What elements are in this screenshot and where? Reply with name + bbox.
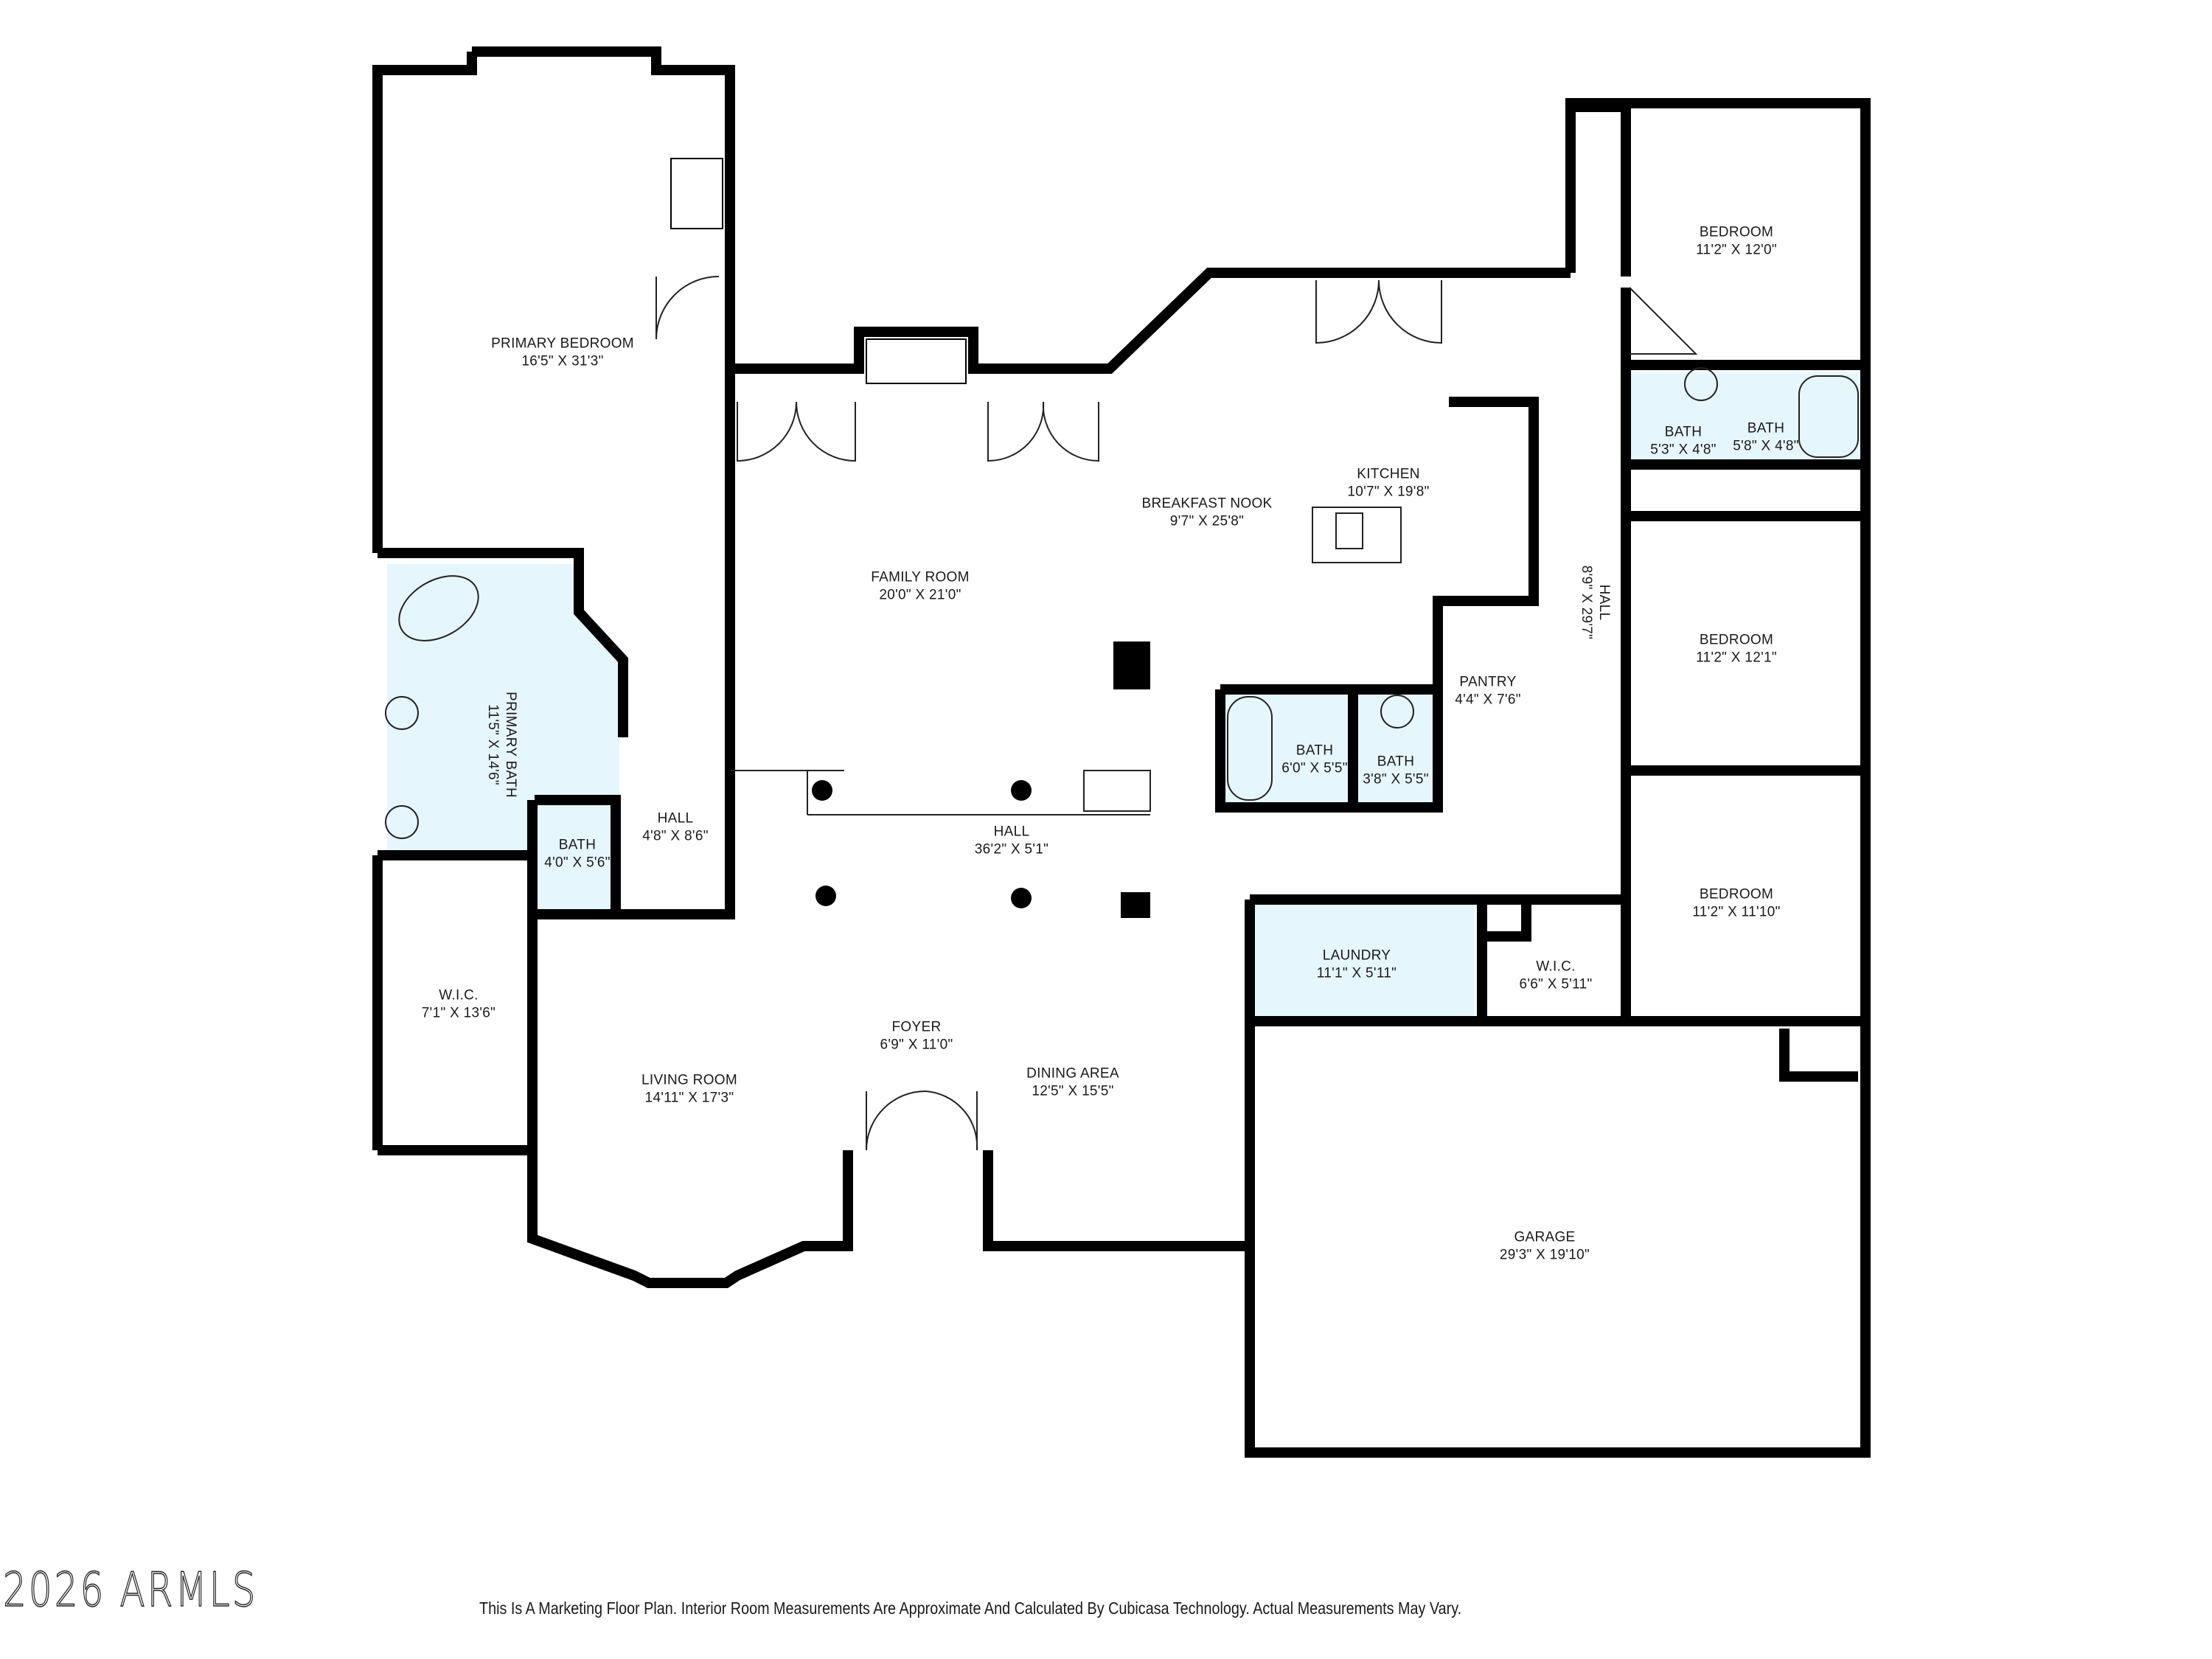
room-dimensions: 16'5" X 31'3" <box>521 353 604 369</box>
room-name: PRIMARY BATH <box>502 691 518 799</box>
room-dimensions: 9'7" X 25'8" <box>1169 513 1245 529</box>
room-dimensions: 4'8" X 8'6" <box>642 828 709 844</box>
room-name: KITCHEN <box>1357 466 1420 482</box>
room-name: PANTRY <box>1459 674 1517 690</box>
room-label-bath-5x4: BATH 5'3" X 4'8" <box>1650 423 1717 459</box>
wet-room-fills <box>387 372 1862 1021</box>
room-label-wic-east: W.I.C. 6'6" X 5'11" <box>1520 958 1593 993</box>
room-label-living-room: LIVING ROOM 14'11" X 17'3" <box>641 1071 737 1107</box>
room-name: FOYER <box>891 1019 942 1035</box>
room-dimensions: 11'2" X 12'0" <box>1696 242 1777 257</box>
room-dimensions: 6'0" X 5'5" <box>1281 760 1348 776</box>
room-dimensions: 11'5" X 14'6" <box>485 704 501 785</box>
fixtures <box>385 367 1859 839</box>
room-dimensions: 5'3" X 4'8" <box>1650 442 1717 457</box>
room-label-kitchen: KITCHEN 10'7" X 19'8" <box>1347 465 1429 501</box>
mls-watermark: 2026 ARMLS <box>2 1562 258 1618</box>
room-dimensions: 14'11" X 17'3" <box>644 1090 734 1105</box>
room-label-bath-5x4b: BATH 5'8" X 4'8" <box>1733 420 1799 455</box>
room-label-bath-4x5: BATH 4'0" X 5'6" <box>544 836 611 872</box>
room-name: HALL <box>657 810 694 827</box>
room-dimensions: 11'1" X 5'11" <box>1316 965 1397 981</box>
room-name: BREAKFAST NOOK <box>1141 495 1273 512</box>
room-label-pantry: PANTRY 4'4" X 7'6" <box>1455 673 1521 709</box>
room-label-garage: GARAGE 29'3" X 19'10" <box>1500 1228 1590 1264</box>
room-dimensions: 8'9" X 29'7" <box>1579 565 1594 640</box>
room-dimensions: 4'0" X 5'6" <box>544 855 611 870</box>
room-dimensions: 11'2" X 12'1" <box>1696 650 1777 665</box>
room-label-foyer: FOYER 6'9" X 11'0" <box>880 1018 953 1054</box>
walls <box>372 46 1871 1458</box>
room-name: HALL <box>1596 584 1612 621</box>
room-dimensions: 36'2" X 5'1" <box>974 841 1049 857</box>
room-dimensions: 5'8" X 4'8" <box>1733 438 1799 453</box>
room-label-hall-small: HALL 4'8" X 8'6" <box>642 810 709 845</box>
room-dimensions: 10'7" X 19'8" <box>1347 484 1430 499</box>
room-name: LIVING ROOM <box>641 1072 737 1088</box>
room-label-dining-area: DINING AREA 12'5" X 15'5" <box>1026 1065 1119 1100</box>
room-label-hall-main: HALL 36'2" X 5'1" <box>975 823 1048 858</box>
door-swings <box>655 276 1698 1151</box>
room-name: FAMILY ROOM <box>871 569 970 585</box>
room-label-bath-3x5: BATH 3'8" X 5'5" <box>1363 753 1429 788</box>
room-dimensions: 12'5" X 15'5" <box>1032 1083 1114 1099</box>
room-label-wic-primary: W.I.C. 7'1" X 13'6" <box>422 987 495 1022</box>
room-label-bedroom-1: BEDROOM 11'2" X 12'0" <box>1696 223 1777 259</box>
room-label-laundry: LAUNDRY 11'1" X 5'11" <box>1317 947 1397 982</box>
room-dimensions: 3'8" X 5'5" <box>1363 771 1429 787</box>
room-label-bedroom-2: BEDROOM 11'2" X 12'1" <box>1696 631 1777 667</box>
room-label-primary-bedroom: PRIMARY BEDROOM 16'5" X 31'3" <box>491 335 634 370</box>
room-label-primary-bath: PRIMARY BATH 11'5" X 14'6" <box>484 692 519 798</box>
room-name: BATH <box>1747 420 1785 437</box>
room-label-breakfast-nook: BREAKFAST NOOK 9'7" X 25'8" <box>1141 495 1272 530</box>
room-dimensions: 29'3" X 19'10" <box>1499 1247 1590 1262</box>
disclaimer-text: This Is A Marketing Floor Plan. Interior… <box>479 1599 1462 1618</box>
room-label-family-room: FAMILY ROOM 20'0" X 21'0" <box>871 568 970 604</box>
room-name: HALL <box>993 824 1030 840</box>
fireplace-icons <box>670 158 967 384</box>
room-dimensions: 7'1" X 13'6" <box>421 1005 496 1020</box>
room-label-hall-east: HALL 8'9" X 29'7" <box>1577 566 1613 639</box>
room-dimensions: 4'4" X 7'6" <box>1455 692 1521 707</box>
room-name: W.I.C. <box>1536 959 1576 975</box>
column-icons <box>812 641 1150 918</box>
room-name: PRIMARY BEDROOM <box>491 335 634 352</box>
room-name: BEDROOM <box>1699 632 1774 648</box>
room-name: BEDROOM <box>1699 886 1774 902</box>
room-name: BATH <box>1377 754 1415 770</box>
room-name: BEDROOM <box>1699 224 1774 240</box>
room-name: W.I.C. <box>439 987 479 1004</box>
room-label-bath-6x5: BATH 6'0" X 5'5" <box>1281 742 1348 777</box>
room-dimensions: 6'6" X 5'11" <box>1519 976 1593 992</box>
room-dimensions: 11'2" X 11'10" <box>1692 904 1781 919</box>
room-name: BATH <box>1664 424 1703 440</box>
room-name: LAUNDRY <box>1322 947 1391 964</box>
room-label-bedroom-3: BEDROOM 11'2" X 11'10" <box>1692 886 1780 921</box>
room-name: GARAGE <box>1514 1229 1576 1245</box>
room-dimensions: 6'9" X 11'0" <box>880 1037 953 1052</box>
room-name: BATH <box>1295 742 1334 759</box>
room-dimensions: 20'0" X 21'0" <box>879 587 961 602</box>
room-name: BATH <box>558 837 597 853</box>
room-name: DINING AREA <box>1026 1065 1119 1082</box>
